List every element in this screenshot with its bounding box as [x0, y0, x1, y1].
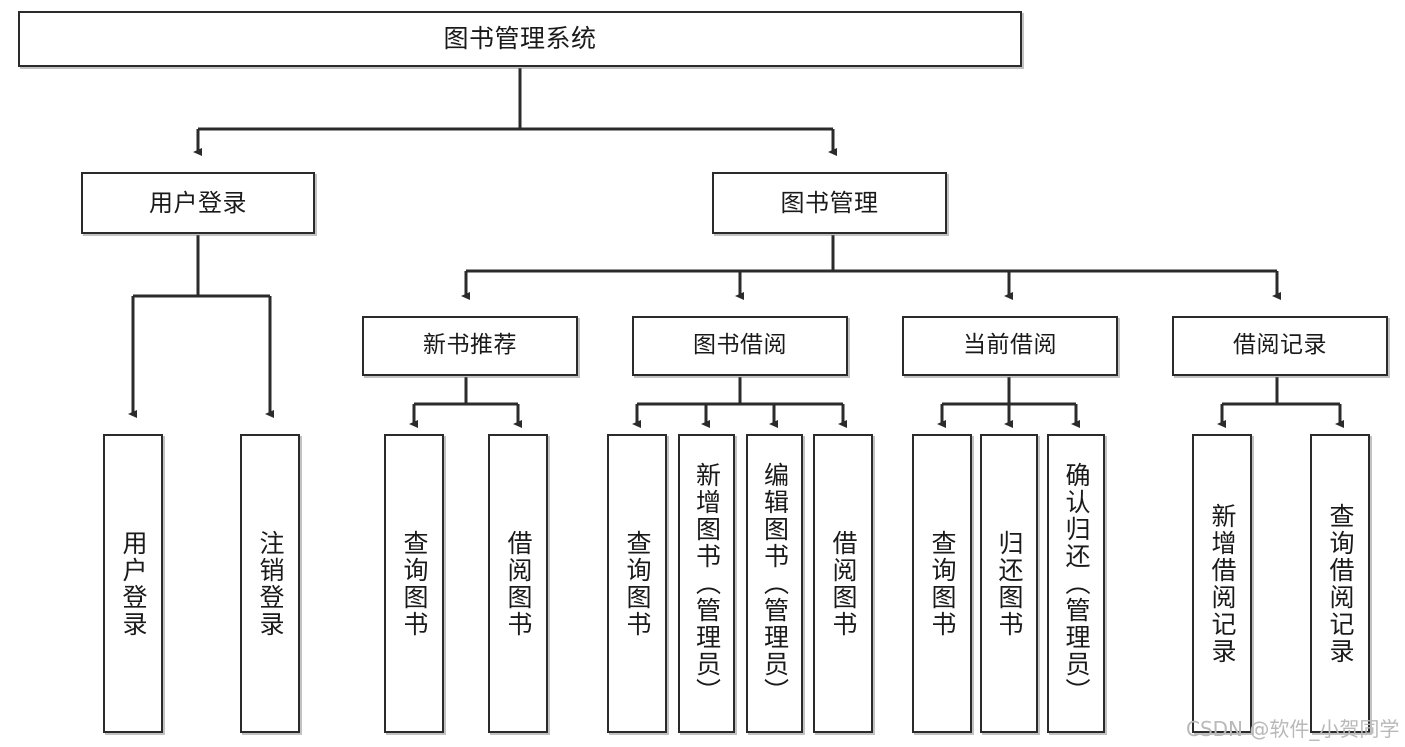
leaf-user-login-logout[interactable]: 注销登录	[240, 434, 300, 733]
node-label: 注销登录	[256, 529, 285, 638]
leaf-new-book-query[interactable]: 查询图书	[384, 434, 444, 733]
node-label: 新增借阅记录	[1208, 502, 1237, 665]
node-label: 新书推荐	[423, 332, 517, 359]
node-root-book-management-system[interactable]: 图书管理系统	[18, 11, 1022, 67]
leaf-record-add-record[interactable]: 新增借阅记录	[1192, 434, 1252, 733]
node-label: 当前借阅	[963, 332, 1057, 359]
node-label: 用户登录	[149, 188, 247, 217]
node-book-borrow[interactable]: 图书借阅	[632, 316, 848, 376]
node-label: 图书管理系统	[443, 24, 597, 54]
leaf-current-query-book[interactable]: 查询图书	[912, 434, 972, 733]
node-label: 借阅图书	[504, 529, 533, 638]
leaf-user-login-login[interactable]: 用户登录	[103, 434, 163, 733]
node-label: 借阅图书	[829, 529, 858, 638]
node-label: 归还图书	[995, 529, 1024, 638]
csdn-watermark: CSDN @软件_小贺同学	[1186, 717, 1400, 741]
leaf-borrow-borrow-book[interactable]: 借阅图书	[813, 434, 873, 733]
node-new-book-recommend[interactable]: 新书推荐	[362, 316, 578, 376]
leaf-current-return-book[interactable]: 归还图书	[980, 434, 1038, 733]
node-label: 查询借阅记录	[1326, 502, 1355, 665]
node-label: 图书借阅	[693, 332, 787, 359]
node-label: 查询图书	[928, 529, 957, 638]
leaf-borrow-edit-book[interactable]: 编辑图书（管理员）	[746, 434, 803, 733]
node-label: 编辑图书（管理员）	[760, 462, 790, 705]
node-label: 用户登录	[119, 529, 148, 638]
node-label: 查询图书	[623, 529, 652, 638]
node-user-login[interactable]: 用户登录	[81, 172, 315, 234]
leaf-new-book-borrow[interactable]: 借阅图书	[488, 434, 548, 733]
node-borrow-record[interactable]: 借阅记录	[1172, 316, 1388, 376]
node-label: 新增图书（管理员）	[692, 462, 722, 705]
node-label: 确认归还（管理员）	[1062, 462, 1091, 705]
leaf-borrow-query-book[interactable]: 查询图书	[607, 434, 667, 733]
leaf-borrow-add-book[interactable]: 新增图书（管理员）	[678, 434, 735, 733]
leaf-current-confirm-return[interactable]: 确认归还（管理员）	[1047, 434, 1105, 733]
node-label: 查询图书	[400, 529, 429, 638]
node-label: 借阅记录	[1233, 332, 1327, 359]
node-current-borrow[interactable]: 当前借阅	[902, 316, 1118, 376]
node-label: 图书管理	[780, 188, 879, 217]
leaf-record-query-record[interactable]: 查询借阅记录	[1310, 434, 1370, 733]
node-book-management[interactable]: 图书管理	[712, 172, 947, 234]
